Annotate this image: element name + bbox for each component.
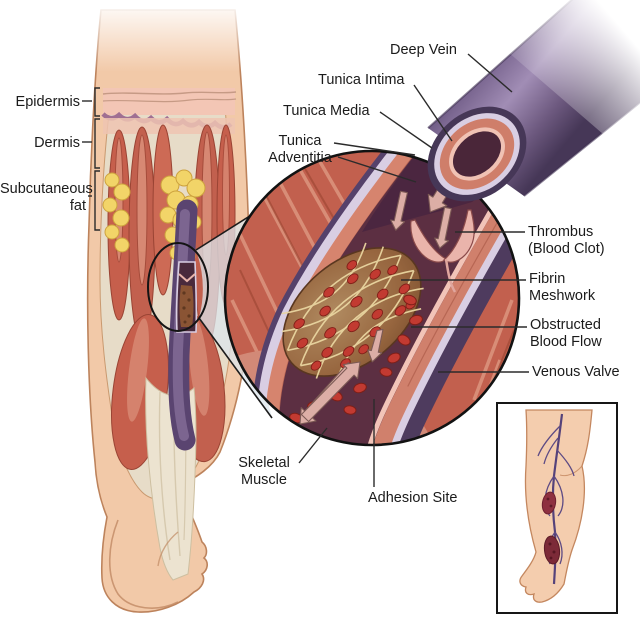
inset-clot-lower: [543, 535, 561, 565]
label-dermis: Dermis: [34, 135, 80, 151]
foot-detail: [108, 519, 179, 609]
skin-cross-section: [101, 88, 237, 134]
label-tunica-media: Tunica Media: [283, 103, 370, 119]
highlight-circle: [147, 242, 209, 332]
label-venous-valve: Venous Valve: [532, 364, 620, 380]
leg-vein-clot: [179, 285, 194, 327]
venous-valve-flaps: [410, 209, 475, 293]
trapped-red-cells: [293, 260, 417, 371]
deep-vein-line: [467, 53, 513, 93]
skeletal-muscle-line: [298, 427, 328, 464]
label-epidermis: Epidermis: [15, 94, 80, 110]
tunica-intima-line: [413, 84, 453, 142]
label-skeletal-muscle: Skeletal Muscle: [238, 455, 290, 488]
leader-lines: [82, 53, 529, 487]
label-thrombus: Thrombus (Blood Clot): [528, 224, 605, 257]
subcutaneous-bracket: [88, 170, 100, 231]
leg-top-fade: [86, 0, 256, 72]
label-adhesion-site: Adhesion Site: [368, 490, 458, 506]
tunica-adventitia-line-1: [333, 142, 416, 156]
tunica-adventitia-line-2: [337, 156, 417, 183]
leg-vein: [168, 199, 198, 451]
inset-leg-vein-map: [519, 409, 593, 603]
inset-box: [496, 402, 618, 614]
label-tunica-intima: Tunica Intima: [318, 72, 405, 88]
label-deep-vein: Deep Vein: [390, 42, 457, 58]
inset-clot-upper: [541, 491, 557, 515]
epidermis-bracket: [82, 87, 100, 117]
label-subcutaneous-fat: Subcutaneous fat: [0, 181, 93, 214]
magnified-circle-border: [223, 149, 521, 447]
label-fibrin-meshwork: Fibrin Meshwork: [529, 271, 596, 304]
thrombus-clot: [281, 242, 424, 380]
tunica-media-line: [379, 111, 433, 149]
inset-leg-silhouette: [519, 409, 593, 603]
vein-cut-face: [427, 106, 527, 202]
dermis-bracket: [82, 118, 100, 169]
flow-arrows: [299, 156, 468, 425]
label-obstructed-blood-flow: Obstructed Blood Flow: [530, 317, 602, 350]
label-tunica-adventitia: Tunica Adventitia: [268, 133, 332, 166]
deep-vein-tube: [427, 0, 640, 202]
